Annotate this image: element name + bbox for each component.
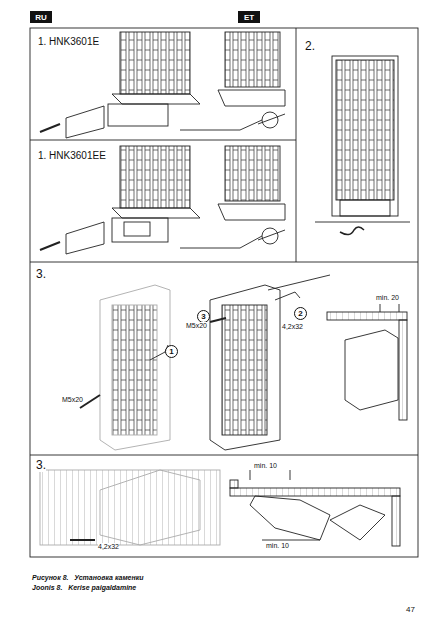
screw-size: M5x20 xyxy=(186,322,207,330)
caption: Рисунок 8. Установка каменки xyxy=(32,574,144,582)
screw-size: M5x20 xyxy=(62,396,83,404)
dimension: min. 10 xyxy=(266,542,289,550)
page-number: 47 xyxy=(406,606,415,615)
language-tag: RU xyxy=(30,11,52,23)
step-number: 3. xyxy=(36,268,46,281)
dimension: min. 10 xyxy=(254,462,277,470)
node-text: ET xyxy=(244,13,254,22)
node-text: RU xyxy=(35,13,47,22)
step-number: 2. xyxy=(305,40,315,53)
step-heading: 1. HNK3601E xyxy=(38,36,99,47)
node-text: 3 xyxy=(201,312,205,321)
dimension: min. 20 xyxy=(376,294,399,302)
node-text: 1 xyxy=(169,347,173,356)
callout-number: 2 xyxy=(294,307,307,320)
callout-number: 1 xyxy=(165,345,178,358)
step-number: 3. xyxy=(36,459,46,472)
node-text: 2 xyxy=(298,309,302,318)
step-heading: 1. HNK3601EE xyxy=(38,150,106,161)
screw-size: 4,2x32 xyxy=(98,543,119,551)
language-tag: ET xyxy=(238,11,260,23)
caption-et: Joonis 8. Kerise paigaldamine xyxy=(32,584,136,592)
screw-size: 4,2x32 xyxy=(282,323,303,331)
